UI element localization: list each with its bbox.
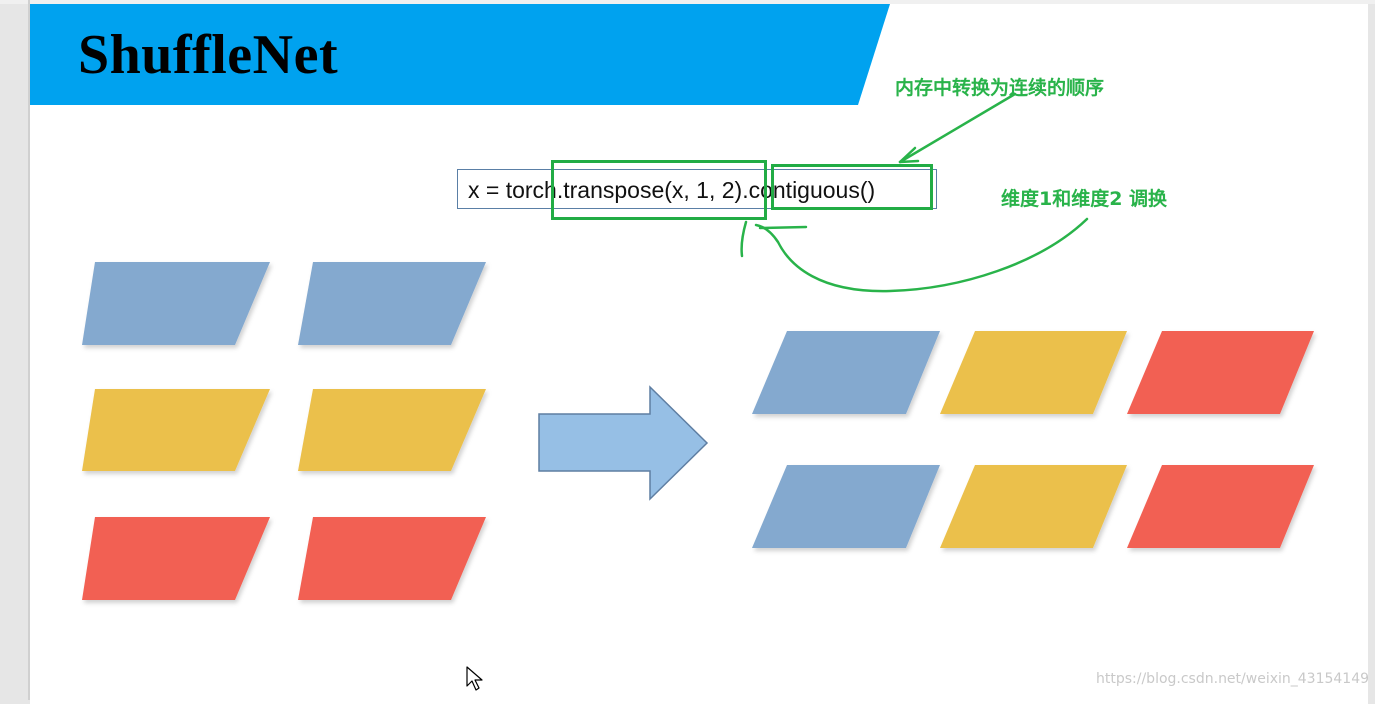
- left-parallelogram-1: [82, 262, 270, 345]
- right-parallelogram-4: [752, 465, 940, 548]
- slide-left-edge: [28, 0, 30, 700]
- left-parallelogram-4: [298, 389, 486, 471]
- transpose-curve-stroke: [754, 217, 1089, 293]
- csdn-watermark: https://blog.csdn.net/weixin_43154149: [1096, 671, 1370, 687]
- left-parallelogram-2: [298, 262, 486, 345]
- slide-title: ShuffleNet: [78, 24, 339, 86]
- contiguous-highlight-box: [771, 164, 933, 210]
- left-parallelogram-5: [82, 517, 270, 600]
- left-parallelogram-3: [82, 389, 270, 471]
- transpose-highlight-box: [551, 160, 767, 220]
- contiguous-pointer-arrowhead: [898, 146, 920, 164]
- title-banner: [30, 4, 890, 105]
- slide-graphics: [82, 92, 1314, 600]
- right-arrow-icon: [538, 385, 709, 501]
- right-parallelogram-2: [940, 331, 1127, 414]
- right-parallelogram-5: [940, 465, 1127, 548]
- right-parallelogram-1: [752, 331, 940, 414]
- right-parallelogram-6: [1127, 465, 1314, 548]
- left-parallelogram-6: [298, 517, 486, 600]
- transpose-tick-stroke: [740, 220, 748, 258]
- contiguous-pointer-arrow: [898, 92, 1017, 164]
- contiguous-annotation: 内存中转换为连续的顺序: [895, 77, 1105, 99]
- slide-canvas: ShuffleNet x = torch.transpose(x, 1, 2).…: [30, 4, 1368, 704]
- transpose-underline-stroke: [758, 225, 808, 230]
- window-top-strip: [0, 0, 1375, 4]
- transpose-annotation: 维度1和维度2 调换: [1001, 188, 1168, 210]
- code-line-text: x = torch.transpose(x, 1, 2).contiguous(…: [468, 177, 876, 203]
- left-shape-group: [82, 262, 486, 600]
- code-line-box: x = torch.transpose(x, 1, 2).contiguous(…: [457, 169, 937, 209]
- right-parallelogram-3: [1127, 331, 1314, 414]
- mouse-pointer-icon: [466, 666, 483, 691]
- right-shape-group: [752, 331, 1314, 548]
